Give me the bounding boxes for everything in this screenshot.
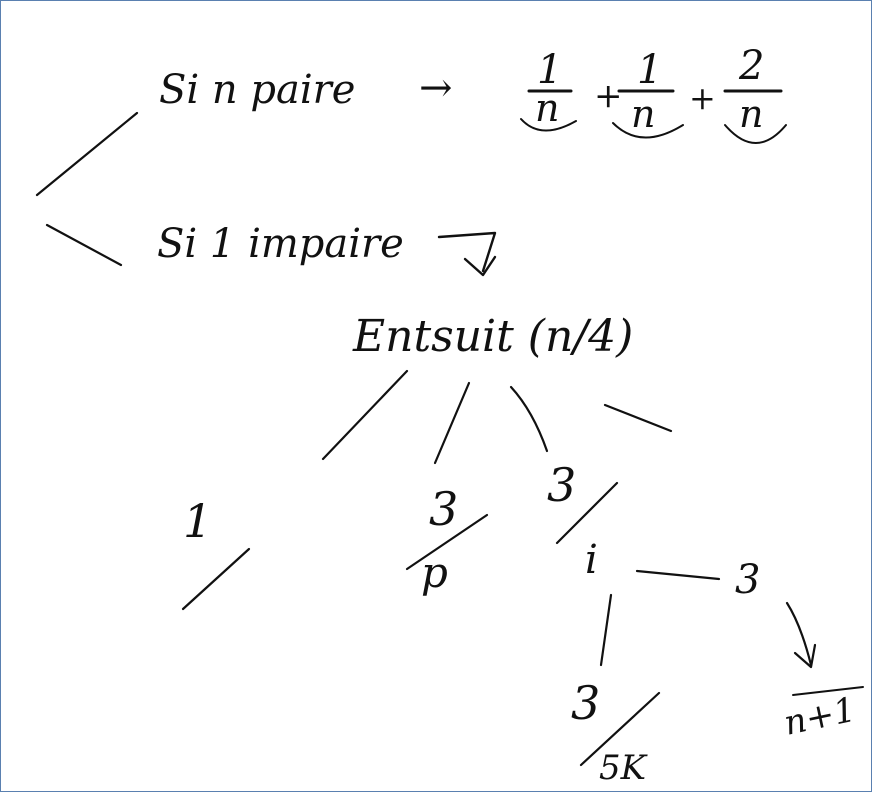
fraction-2-numerator: 1 — [637, 47, 662, 93]
branch-c-denominator: i — [585, 537, 598, 583]
branch-line-1 — [321, 369, 409, 461]
branch-stroke-upper — [35, 111, 139, 197]
n-plus-1-label: n+1 — [781, 690, 860, 744]
branch-line-3 — [509, 385, 549, 453]
branch-a-value: 1 — [183, 494, 212, 548]
arrow-to-n-plus-1 — [785, 601, 813, 667]
arrow-to-n-plus-1-head — [793, 643, 817, 669]
bottom-numerator: 3 — [571, 676, 600, 730]
branch-c-slash — [555, 481, 619, 545]
branch-a-slash — [181, 547, 251, 611]
fraction-2-denominator: n — [631, 92, 655, 136]
underline-arc-3 — [724, 124, 787, 144]
implies-arrow: → — [419, 65, 453, 111]
branch-stroke-lower — [45, 223, 123, 267]
underline-arc-2 — [612, 122, 684, 139]
bottom-slash — [579, 691, 661, 767]
branch-line-2 — [433, 381, 471, 465]
down-link-line — [599, 593, 613, 667]
n-plus-1-overline — [792, 686, 864, 696]
branch-b-denominator: p — [421, 548, 448, 597]
underline-arc-1 — [520, 118, 577, 132]
entsuit-node: Entsuit (n/4) — [352, 311, 633, 362]
branch-c-numerator: 3 — [547, 458, 576, 512]
fraction-3-denominator: n — [739, 92, 763, 136]
down-arrow-head — [463, 255, 497, 277]
fraction-1-denominator: n — [535, 86, 559, 130]
plus-sign-1: + — [594, 76, 623, 116]
right-link-line — [635, 569, 721, 581]
branch-b-numerator: 3 — [429, 482, 458, 536]
even-condition-label: Si n paire — [159, 67, 355, 113]
right-value-3: 3 — [735, 557, 760, 603]
plus-sign-2: + — [689, 79, 716, 117]
fraction-1-numerator: 1 — [537, 47, 562, 93]
down-arrow-shaft — [437, 231, 497, 273]
bottom-denominator: 5K — [599, 748, 649, 788]
branch-line-4 — [603, 403, 673, 433]
branch-b-slash — [405, 513, 489, 571]
odd-condition-label: Si 1 impaire — [157, 221, 404, 267]
fraction-3-numerator: 2 — [738, 43, 764, 89]
